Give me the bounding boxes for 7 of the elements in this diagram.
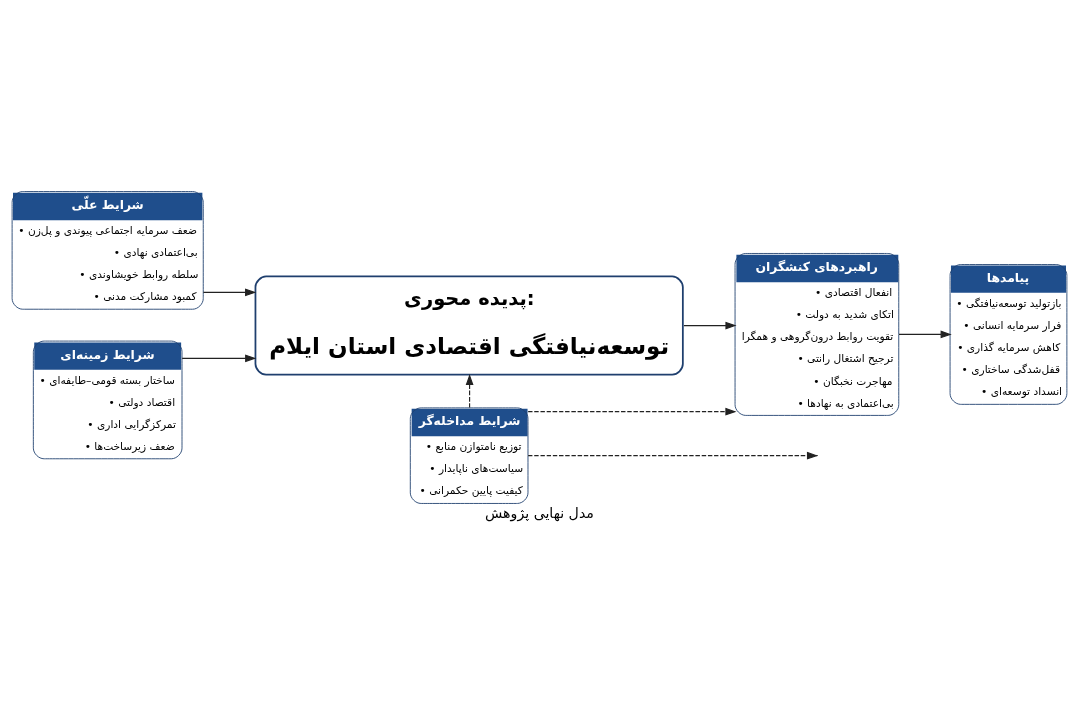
- arrow: [202, 288, 257, 296]
- caption: مدل نهایی پژوهش: [485, 504, 594, 521]
- arrow: [683, 321, 737, 329]
- arrow: [527, 407, 737, 416]
- arrow: [181, 353, 257, 362]
- arrow: [898, 330, 952, 338]
- arrow: [465, 373, 474, 408]
